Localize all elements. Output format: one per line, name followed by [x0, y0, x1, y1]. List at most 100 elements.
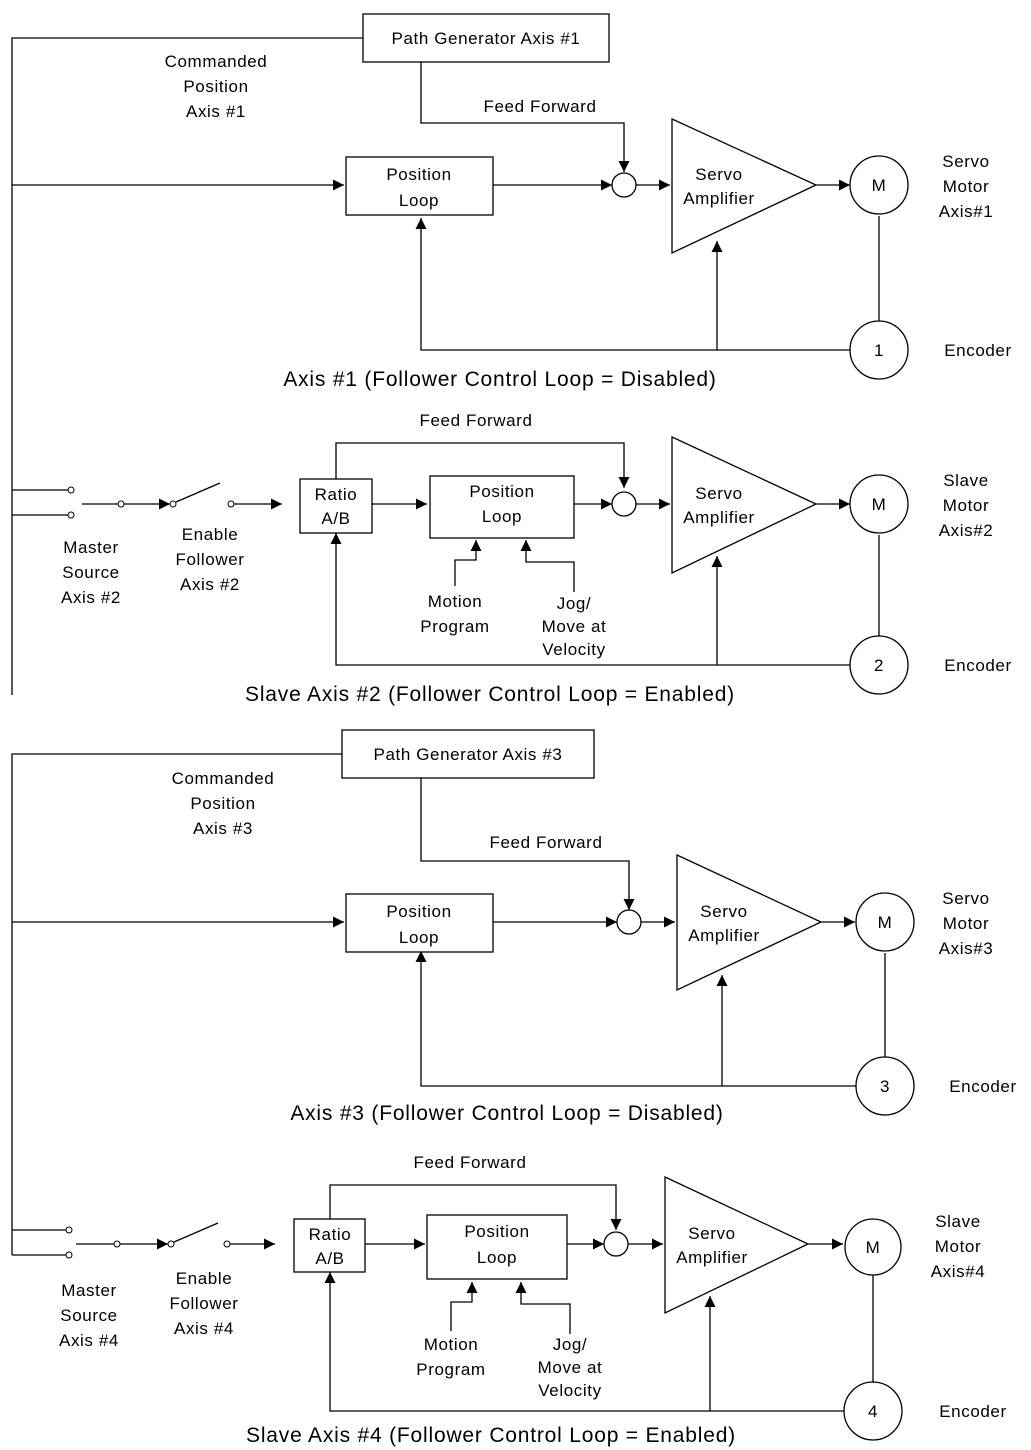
- master-contact-4b: [65, 1251, 73, 1259]
- amp-label-3a: Servo: [700, 902, 747, 921]
- path-generator-label-3: Path Generator Axis #3: [374, 745, 563, 764]
- commanded-position-label-3b: Position: [190, 794, 255, 813]
- enable-contact-4a: [167, 1240, 175, 1248]
- motor-circle: [849, 155, 909, 215]
- motion-program-arrow-4: [450, 1282, 478, 1331]
- encoder-number-2: 2: [874, 656, 884, 675]
- master-source-label-4c: Axis #4: [59, 1331, 119, 1350]
- position-loop-label-3b: Loop: [399, 928, 439, 947]
- ratio-label-2: A/B: [321, 509, 350, 528]
- selector-contact: [117, 500, 125, 508]
- jog-arrow-4: [515, 1282, 571, 1334]
- jog-label-4c: Velocity: [538, 1381, 601, 1400]
- position-loop-label-2b: Loop: [482, 507, 522, 526]
- feed-forward-arrow-4: [329, 1184, 622, 1230]
- servo-motor-label-3b: Motor: [943, 914, 989, 933]
- summing-junction-4: [603, 1231, 629, 1257]
- axis2-caption: Slave Axis #2 (Follower Control Loop = E…: [245, 683, 735, 706]
- master-source-label-2: Source: [62, 563, 119, 582]
- commanded-position-label-3a: Commanded: [172, 769, 275, 788]
- slave-motor-label-4a: Slave: [935, 1212, 981, 1231]
- motor-label-2: M: [872, 495, 887, 514]
- position-loop-box-2: [429, 475, 575, 539]
- encoder-number-4: 4: [868, 1402, 878, 1421]
- motion-program-label-2: Program: [420, 617, 489, 636]
- jog-label-4a: Jog/: [553, 1335, 588, 1354]
- summing-junction-3: [616, 909, 642, 935]
- encoder-circle-2: [849, 635, 909, 695]
- summing-junction-2: [611, 491, 637, 517]
- position-loop-label-4a: Position: [464, 1222, 529, 1241]
- command-bus-line-1: [11, 37, 363, 695]
- servo-amplifier-triangle: [671, 117, 818, 255]
- encoder-feedback-arrow: [415, 218, 850, 351]
- position-loop-label-3a: Position: [386, 902, 451, 921]
- encoder-circle-3: [855, 1056, 915, 1116]
- servo-amplifier-triangle-4: [664, 1175, 810, 1315]
- master-contact-b: [67, 511, 75, 519]
- encoder-label-3: Encoder: [949, 1077, 1017, 1096]
- master-source-label-4a: Master: [61, 1281, 117, 1300]
- position-loop-label-4b: Loop: [477, 1248, 517, 1267]
- motor-label-4: M: [866, 1238, 881, 1257]
- servo-motor-label-2: Motor: [943, 177, 989, 196]
- axis3-caption: Axis #3 (Follower Control Loop = Disable…: [290, 1102, 723, 1125]
- servo-motor-label-3: Axis#1: [939, 202, 994, 221]
- enable-follower-label-4c: Axis #4: [174, 1319, 234, 1338]
- slave-motor-label-3: Axis#2: [939, 521, 994, 540]
- encoder-number: 1: [874, 341, 884, 360]
- motion-program-label-4b: Program: [416, 1360, 485, 1379]
- motion-program-label-1: Motion: [428, 592, 483, 611]
- feed-forward-arrow-2: [335, 442, 630, 488]
- servo-motor-label-1: Servo: [942, 152, 989, 171]
- jog-label-3: Velocity: [542, 640, 605, 659]
- enable-switch-blade-4: [173, 1222, 219, 1243]
- feed-forward-arrow-3: [420, 778, 635, 910]
- commanded-position-label-3: Axis #1: [186, 102, 246, 121]
- axis2-loop: Feed Forward Ratio A/B Position Loop Ser…: [12, 411, 1011, 706]
- slave-motor-label-2: Motor: [943, 496, 989, 515]
- slave-motor-label-4b: Motor: [935, 1237, 981, 1256]
- encoder-feedback-arrow-4: [324, 1272, 844, 1412]
- axis4-caption: Slave Axis #4 (Follower Control Loop = E…: [246, 1424, 736, 1447]
- master-source-label-4b: Source: [60, 1306, 117, 1325]
- motor-circle-4: [844, 1218, 902, 1276]
- enable-contact-b: [227, 500, 235, 508]
- enable-switch-blade: [175, 482, 221, 503]
- feed-forward-arrow: [420, 62, 630, 172]
- jog-arrow: [520, 540, 575, 592]
- motor-label-3: M: [878, 913, 893, 932]
- enable-follower-label-3: Axis #2: [180, 575, 240, 594]
- enable-follower-label-4a: Enable: [176, 1269, 233, 1288]
- path-generator-box: [362, 13, 610, 63]
- amp-label-4a: Servo: [688, 1224, 735, 1243]
- encoder-circle: [849, 320, 909, 380]
- position-loop-box-4: [426, 1214, 568, 1280]
- path-generator-box-3: [341, 729, 595, 779]
- position-loop-box-3: [345, 893, 494, 953]
- master-source-label-1: Master: [63, 538, 119, 557]
- amp-label-2b: Amplifier: [683, 508, 755, 527]
- command-bus-line-3: [11, 753, 342, 1255]
- enable-contact-4b: [223, 1240, 231, 1248]
- amp-label-2: Amplifier: [683, 189, 755, 208]
- commanded-position-label-1: Commanded: [165, 52, 268, 71]
- motor-circle-3: [855, 892, 915, 952]
- position-loop-box: [345, 156, 494, 216]
- motion-program-label-4a: Motion: [424, 1335, 479, 1354]
- slave-motor-label-1: Slave: [943, 471, 989, 490]
- position-loop-label-2a: Position: [469, 482, 534, 501]
- amp-label-2a: Servo: [695, 484, 742, 503]
- amp-label-4b: Amplifier: [676, 1248, 748, 1267]
- ratio-label-1: Ratio: [315, 485, 358, 504]
- path-generator-label: Path Generator Axis #1: [392, 29, 581, 48]
- servo-motor-label-3a: Servo: [942, 889, 989, 908]
- ratio-label-4b: A/B: [315, 1249, 344, 1268]
- position-loop-label-1: Position: [386, 165, 451, 184]
- amp-label-3b: Amplifier: [688, 926, 760, 945]
- commanded-position-label-2: Position: [183, 77, 248, 96]
- summing-junction: [611, 172, 637, 198]
- master-contact-4a: [65, 1226, 73, 1234]
- enable-follower-label-1: Enable: [182, 525, 239, 544]
- encoder-label-4: Encoder: [939, 1402, 1007, 1421]
